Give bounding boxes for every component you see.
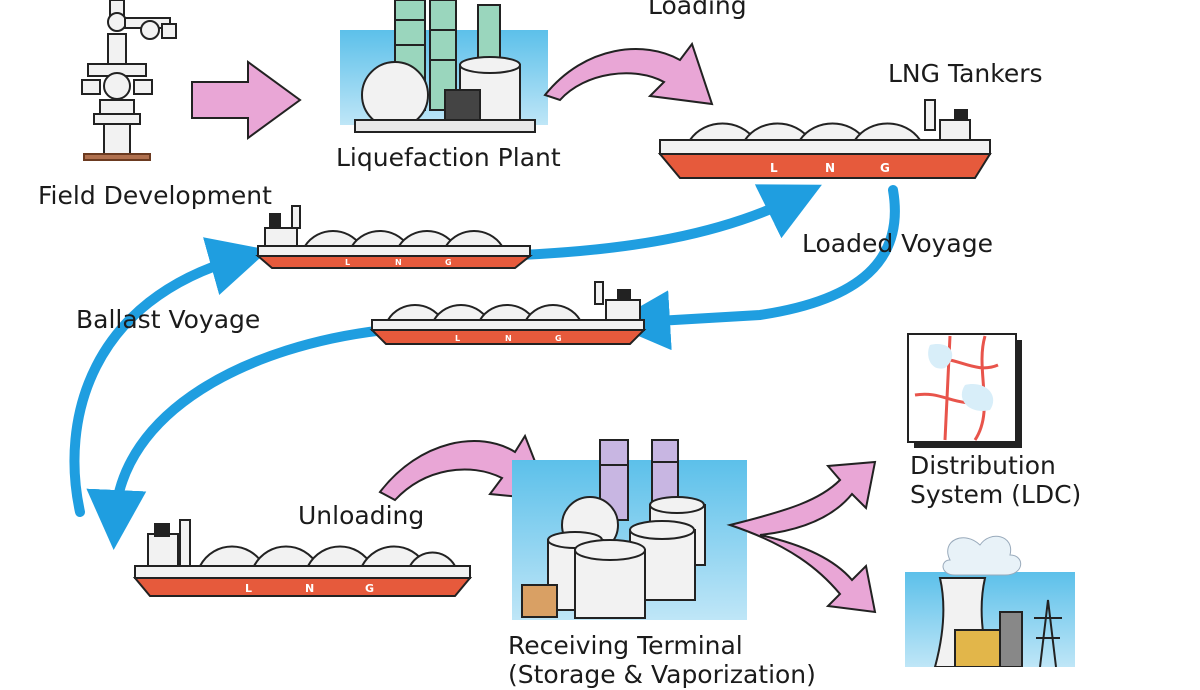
label-liquefaction-plant: Liquefaction Plant [336, 143, 561, 172]
hull-letter-g: G [365, 582, 374, 595]
flow-arrow-loading [543, 41, 714, 106]
hull-letter-l: L [245, 582, 252, 595]
label-unloading: Unloading [298, 501, 425, 530]
label-field-development: Field Development [38, 181, 272, 210]
liquefaction-plant-icon [340, 0, 548, 133]
voyage-arrows [69, 184, 900, 550]
hull-letter-g: G [555, 334, 562, 343]
label-receiving-terminal-line-2: (Storage & Vaporization) [508, 659, 816, 689]
label-lng-tankers: LNG Tankers [888, 59, 1043, 88]
hull-letter-l: L [345, 258, 350, 267]
lng-value-chain-diagram: L N G L N G [69, 0, 1075, 667]
label-receiving-terminal: Receiving Terminal (Storage & Vaporizati… [508, 631, 816, 690]
hull-letter-n: N [825, 161, 835, 175]
tanker-ballast: L N G [255, 205, 533, 269]
hull-letter-g: G [880, 161, 890, 175]
label-loaded-voyage: Loaded Voyage [802, 229, 993, 258]
hull-letter-n: N [305, 582, 314, 595]
wellhead-icon [81, 0, 177, 161]
label-distribution-line-2: System (LDC) [910, 479, 1082, 509]
label-distribution-system: Distribution System (LDC) [910, 451, 1082, 510]
label-ballast-voyage: Ballast Voyage [76, 305, 261, 334]
hull-letter-l: L [770, 161, 778, 175]
loaded-return-arrow [86, 325, 390, 550]
receiving-terminal-icon [512, 439, 747, 620]
distribution-map-icon [907, 333, 1022, 448]
hull-letter-l: L [455, 334, 460, 343]
label-receiving-terminal-line-1: Receiving Terminal [508, 631, 743, 660]
hull-letter-n: N [505, 334, 512, 343]
flow-arrow-distribution [726, 460, 877, 614]
label-distribution-line-1: Distribution [910, 451, 1056, 480]
hull-letter-n: N [395, 258, 402, 267]
tanker-top-right: L N G [657, 99, 992, 179]
tanker-bottom-left: L N G [132, 519, 473, 597]
label-loading: Loading [648, 0, 747, 20]
hull-letter-g: G [445, 258, 452, 267]
flow-arrow-field-to-plant [191, 60, 302, 140]
ballast-return-arrow [515, 184, 822, 260]
loaded-voyage-arrow [610, 185, 900, 351]
tanker-loaded: L N G [369, 281, 647, 345]
ballast-voyage-arrow [69, 237, 269, 517]
power-plant-icon [905, 535, 1075, 667]
